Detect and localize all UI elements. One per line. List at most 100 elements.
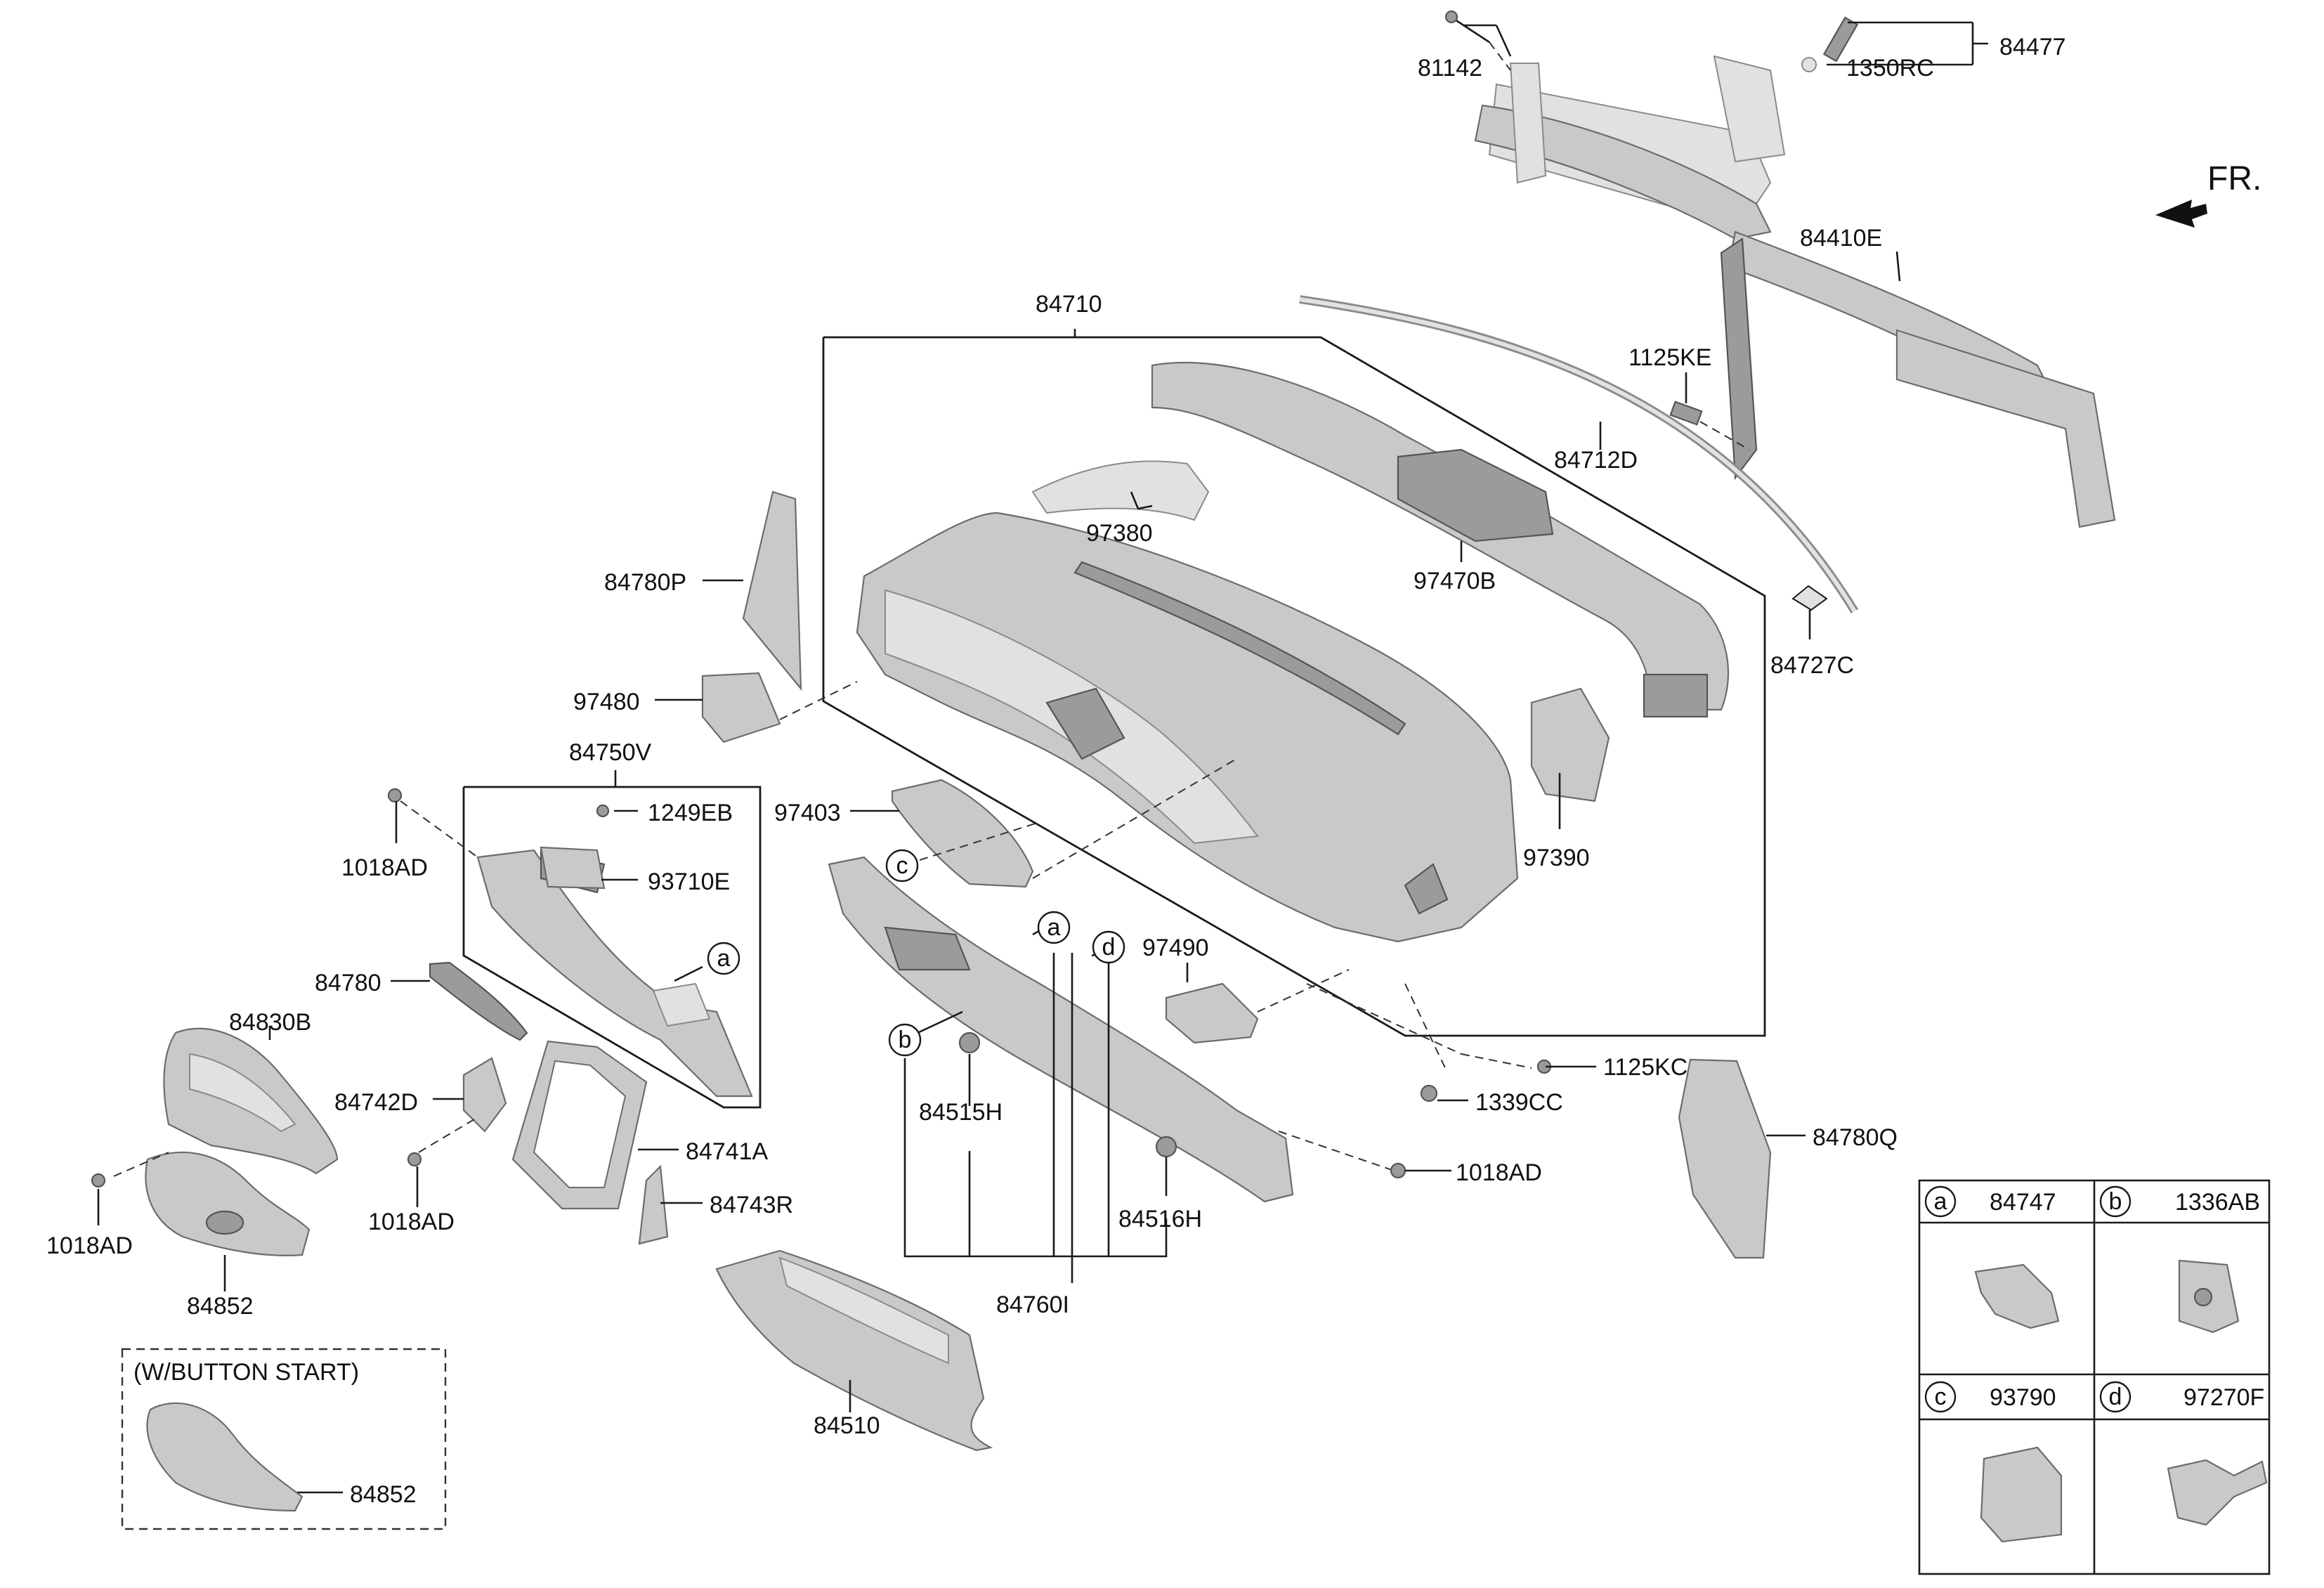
bolt-1018ad-mid xyxy=(407,1152,422,1167)
part-label-84477: 84477 xyxy=(1999,34,2066,60)
sensor-97270f-icon xyxy=(2167,1459,2268,1526)
part-label-1350rc: 1350RC xyxy=(1846,55,1934,82)
part-label-84712d: 84712D xyxy=(1554,447,1638,474)
center-fascia-frame xyxy=(462,786,762,1109)
part-label-1018ad-left: 1018AD xyxy=(46,1232,133,1259)
part-label-97470b: 97470B xyxy=(1414,568,1496,594)
part-label-84760i: 84760I xyxy=(996,1291,1069,1318)
part-label-1018ad-right: 1018AD xyxy=(1456,1159,1542,1186)
legend-cell-c: c 93790 xyxy=(1924,1381,2063,1543)
part-label-84741a: 84741A xyxy=(686,1138,769,1165)
part-label-84743r: 84743R xyxy=(710,1192,793,1218)
lower-crash-pad-84760i xyxy=(828,856,1294,1203)
side-duct-97390 xyxy=(1530,687,1610,802)
lower-panel-84780 xyxy=(429,961,528,1041)
legend-part-c: 93790 xyxy=(1990,1384,2056,1411)
cluster-hood-84830b xyxy=(163,1027,339,1175)
legend-table: a 84747 b 1336AB c 93790 d 97270F xyxy=(1918,1179,2271,1575)
part-label-84750v: 84750V xyxy=(569,739,652,766)
part-label-84710: 84710 xyxy=(1036,291,1102,318)
part-label-97490: 97490 xyxy=(1142,935,1209,961)
switch-93790-icon xyxy=(1980,1446,2063,1543)
marker-d-lower: d xyxy=(1092,930,1125,964)
part-label-1125ke: 1125KE xyxy=(1628,344,1711,371)
part-label-84780p: 84780P xyxy=(604,569,686,596)
crash-pad-main-body xyxy=(856,512,1519,943)
legend-letter-a: a xyxy=(1934,1188,1947,1215)
part-label-97380: 97380 xyxy=(1086,520,1153,547)
pad-84727c xyxy=(1791,585,1828,611)
bolt-1249eb xyxy=(596,804,610,818)
front-direction-label: FR. xyxy=(2207,160,2261,197)
clip-84515h xyxy=(958,1031,981,1054)
part-label-84780: 84780 xyxy=(315,970,381,996)
part-label-84516h: 84516H xyxy=(1118,1206,1202,1232)
crash-pad-assembly-frame xyxy=(822,336,1766,1037)
marker-c-vent: c xyxy=(885,849,919,883)
trim-84743r xyxy=(638,1164,669,1245)
clip-84516h xyxy=(1155,1135,1177,1158)
part-label-84830b: 84830B xyxy=(229,1009,311,1036)
center-vent-97403 xyxy=(891,779,1034,888)
marker-d-lower-label: d xyxy=(1102,934,1116,961)
clip-84747-icon xyxy=(1974,1263,2060,1329)
frame-84741a xyxy=(511,1040,648,1210)
steering-column-cover-84852 xyxy=(145,1151,311,1256)
side-cover-84780p xyxy=(742,490,802,691)
marker-a-label: a xyxy=(717,945,731,972)
bolt-1339cc xyxy=(1420,1084,1438,1102)
cowl-crossbar-member xyxy=(1474,55,2116,528)
part-label-97390: 97390 xyxy=(1523,845,1590,871)
side-vent-97480 xyxy=(701,672,781,743)
part-label-84510: 84510 xyxy=(814,1412,880,1439)
part-label-84410e: 84410E xyxy=(1800,225,1882,252)
part-label-97403: 97403 xyxy=(774,800,841,826)
bracket-84742d xyxy=(462,1057,507,1133)
part-label-1339cc: 1339CC xyxy=(1475,1089,1563,1116)
side-duct-97380 xyxy=(1031,460,1210,521)
part-label-84727c: 84727C xyxy=(1770,652,1854,679)
part-label-84852-button-start: 84852 xyxy=(350,1481,417,1508)
switch-93710e xyxy=(540,846,606,890)
bolt-1018ad-top xyxy=(387,788,403,803)
legend-part-d: 97270F xyxy=(2183,1384,2264,1411)
marker-a-lower: a xyxy=(1037,911,1071,944)
button-start-variant-title: (W/BUTTON START) xyxy=(133,1359,359,1386)
part-label-84852: 84852 xyxy=(187,1293,254,1320)
marker-b-lower: b xyxy=(888,1023,922,1057)
part-label-84780q: 84780Q xyxy=(1813,1124,1898,1151)
marker-b-lower-label: b xyxy=(899,1027,912,1053)
glove-box-84510 xyxy=(715,1249,993,1452)
part-label-84742d: 84742D xyxy=(334,1089,418,1116)
defroster-duct-97470b xyxy=(1151,362,1730,718)
front-direction-arrow-icon xyxy=(2155,200,2207,228)
part-label-1018ad-mid: 1018AD xyxy=(368,1209,455,1235)
legend-letter-b: b xyxy=(2109,1188,2122,1215)
part-label-84515h: 84515H xyxy=(919,1099,1003,1126)
side-vent-97490 xyxy=(1165,982,1259,1044)
marker-a-lower-label: a xyxy=(1047,914,1061,941)
bolt-1350rc xyxy=(1801,16,1859,72)
part-label-97480: 97480 xyxy=(573,689,640,715)
legend-letter-d: d xyxy=(2109,1384,2122,1410)
marker-c-label: c xyxy=(896,852,908,879)
legend-part-a: 84747 xyxy=(1990,1189,2056,1216)
legend-cell-d: d 97270F xyxy=(2099,1381,2268,1526)
legend-letter-c: c xyxy=(1935,1384,1947,1410)
part-label-93710e: 93710E xyxy=(648,868,730,895)
button-start-variant-box: (W/BUTTON START) 84852 xyxy=(121,1348,447,1530)
bolt-81142 xyxy=(1444,10,1511,71)
part-label-1018ad-top: 1018AD xyxy=(341,854,428,881)
bolt-1018ad-left xyxy=(91,1173,106,1188)
side-panel-84780q xyxy=(1678,1058,1772,1259)
part-label-1125kc: 1125KC xyxy=(1603,1054,1687,1081)
part-label-1249eb: 1249EB xyxy=(648,800,733,826)
legend-cell-b: b 1336AB xyxy=(2099,1185,2260,1334)
part-label-81142: 81142 xyxy=(1418,55,1482,82)
legend-part-b: 1336AB xyxy=(2175,1189,2260,1216)
bolt-1018ad-right xyxy=(1390,1162,1406,1179)
bolt-1125ke xyxy=(1669,401,1750,450)
legend-cell-a: a 84747 xyxy=(1924,1185,2060,1329)
marker-a-center-fascia: a xyxy=(707,942,740,975)
